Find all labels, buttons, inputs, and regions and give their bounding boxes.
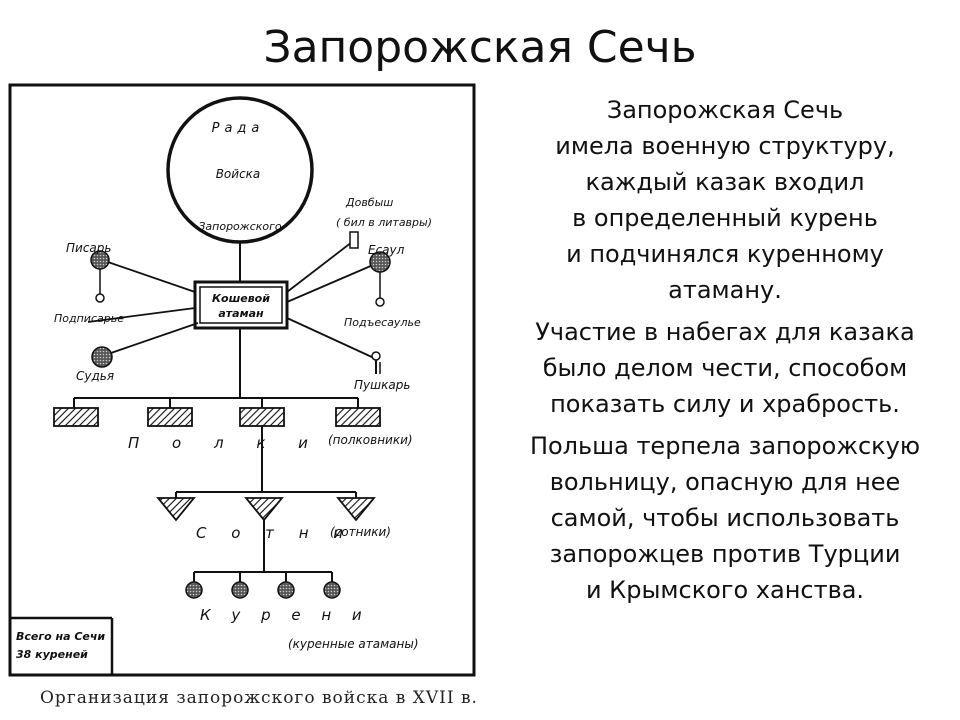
text-line: имела военную структуру, (555, 132, 895, 160)
zaporozhskogo-label: Запорожского (198, 220, 282, 233)
text-line: Запорожская Сечь (606, 96, 844, 124)
text-line: Польша терпела запорожскую (529, 432, 921, 460)
text-line: показать силу и храбрость. (550, 390, 900, 418)
connector-line (87, 307, 196, 323)
dovbysh-marker (349, 231, 359, 249)
organization-diagram: Рада Войска Запорожского Кошевой атаман … (8, 83, 476, 677)
total-line-1: Всего на Сечи (16, 630, 105, 643)
text-line: Участие в набегах для казака (535, 318, 915, 346)
text-line: в определенный курень (572, 204, 878, 232)
text-line: вольницу, опасную для нее (549, 468, 901, 496)
text-line: и подчинялся куренному (566, 240, 884, 268)
koshevoy-label: Кошевой (212, 292, 270, 305)
sudya-marker (91, 346, 113, 368)
rada-label: Рада (212, 121, 265, 136)
paragraph-2: Участие в набегах для казака было делом … (500, 314, 950, 422)
pushkar-label: Пушкарь (354, 378, 410, 392)
sotnya-marker (156, 497, 196, 522)
text-block: Запорожская Сечь имела военную структуру… (500, 92, 950, 614)
sotni-note: (сотники) (330, 525, 391, 539)
text-line: самой, чтобы использовать (550, 504, 900, 532)
polk-box (335, 407, 381, 427)
polk-box (147, 407, 193, 427)
page-title: Запорожская Сечь (263, 22, 697, 73)
diagram-caption: Организация запорожского войска в XVII в… (40, 688, 478, 708)
podpisar-label: Подписарье (54, 312, 124, 325)
paragraph-3: Польша терпела запорожскую вольницу, опа… (500, 428, 950, 608)
connector-line (286, 264, 374, 303)
text-line: каждый казак входил (585, 168, 865, 196)
ataman-label: атаман (218, 307, 264, 320)
kuren-marker (185, 581, 203, 599)
pisar-label: Писарь (66, 241, 111, 255)
diagram-frame (8, 83, 476, 677)
sotnya-marker (336, 497, 376, 522)
sudya-label: Судья (76, 369, 114, 383)
connector-line (286, 241, 353, 293)
dovbysh-label: Довбыш (345, 196, 393, 209)
dovbysh-note: ( бил в литавры) (336, 216, 432, 229)
sotni-label: С о т н и (196, 524, 353, 542)
podpisar-marker (95, 293, 105, 303)
pushkar-marker (371, 351, 381, 361)
podesaul-marker (375, 297, 385, 307)
polk-box (239, 407, 285, 427)
koshevoy-inner (199, 286, 283, 324)
podesaul-label: Подъесаулье (344, 316, 421, 329)
voiska-label: Войска (216, 167, 261, 181)
kuren-marker (231, 581, 249, 599)
text-line: запорожцев против Турции (549, 540, 901, 568)
paragraph-1: Запорожская Сечь имела военную структуру… (500, 92, 950, 308)
esaul-label: Есаул (368, 243, 405, 257)
kureni-note: (куренные атаманы) (288, 637, 419, 651)
connector-line (101, 259, 196, 293)
kuren-marker (323, 581, 341, 599)
text-line: атаману. (668, 276, 782, 304)
text-line: было делом чести, способом (542, 354, 908, 382)
kureni-label: К у р е н и (200, 606, 370, 624)
polki-label: П о л к и (128, 434, 322, 452)
koshevoy-box (193, 280, 289, 330)
connector-line (107, 322, 199, 355)
polki-note: (полковники) (328, 433, 413, 447)
sotnya-marker (244, 497, 284, 522)
total-line-2: 38 куреней (16, 648, 88, 661)
text-line: и Крымского ханства. (585, 576, 865, 604)
connector-line (286, 317, 375, 359)
polk-box (53, 407, 99, 427)
kuren-marker (277, 581, 295, 599)
